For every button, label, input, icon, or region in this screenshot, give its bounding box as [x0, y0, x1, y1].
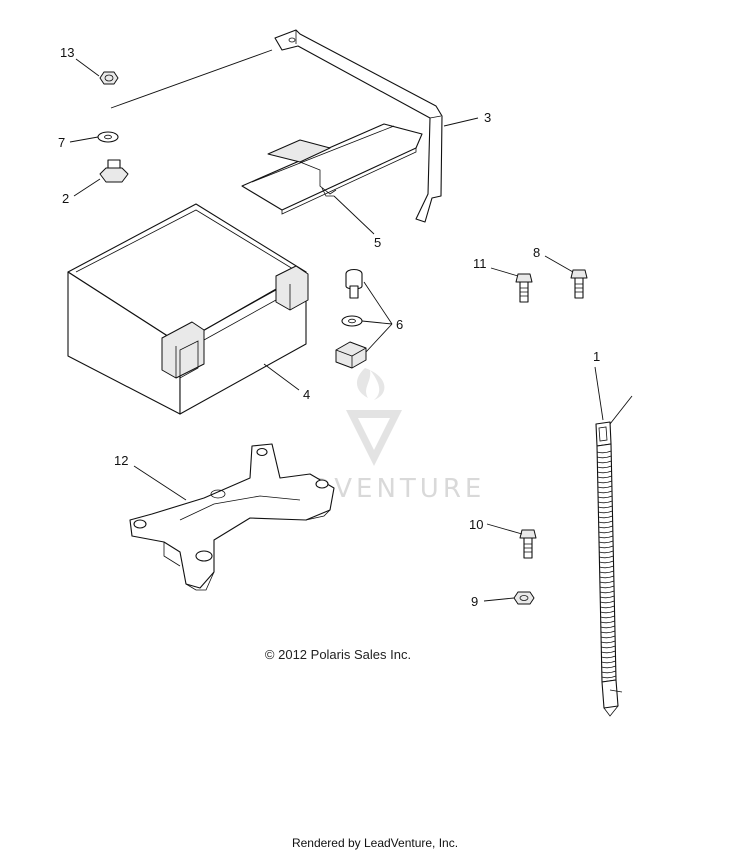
cable-ring [598, 510, 613, 514]
callout-2: 2 [62, 191, 69, 206]
callout-5: 5 [374, 235, 381, 250]
part-13-nut [99, 71, 119, 85]
cable-ring [600, 620, 615, 624]
cable-ring [598, 525, 613, 529]
copyright-notice: © 2012 Polaris Sales Inc. [264, 647, 412, 662]
cable-ring [597, 480, 612, 484]
part-6-terminal-hardware [335, 268, 393, 369]
cable-ring [601, 660, 616, 664]
part-2-bolt [99, 159, 129, 183]
cable-ring [600, 625, 615, 629]
cable-ring [597, 475, 612, 479]
cable-ring [598, 545, 614, 549]
cable-ring [597, 490, 613, 494]
cable-ring [598, 515, 613, 519]
part-9-nut [513, 591, 535, 605]
part-10-bolt [519, 529, 537, 559]
callout-1: 1 [593, 349, 600, 364]
callout-6: 6 [396, 317, 403, 332]
cable-ring [600, 615, 615, 619]
cable-ring [599, 580, 615, 584]
cable-ring [599, 575, 614, 579]
cable-ring [601, 670, 616, 674]
part-1-battery-cable [594, 366, 633, 717]
callout-11: 11 [473, 256, 487, 271]
callout-3: 3 [484, 110, 491, 125]
cable-ring [598, 500, 613, 504]
callout-leaders [69, 58, 574, 602]
cable-ring [600, 605, 615, 609]
cable-ring [601, 640, 616, 644]
cable-ring [597, 455, 612, 459]
callout-labels: 1 2 3 4 5 6 7 8 9 10 11 12 13 [58, 45, 600, 609]
cable-ring [597, 460, 612, 464]
render-credit: Rendered by LeadVenture, Inc. [291, 836, 459, 850]
cable-ring [601, 675, 617, 679]
cable-ring [599, 590, 615, 594]
cable-ring [601, 645, 616, 649]
cable-ring [599, 565, 614, 569]
cable-ring [598, 535, 614, 539]
cable-ring [599, 585, 615, 589]
part-4-battery [67, 203, 309, 415]
cable-ring [598, 540, 614, 544]
cable-ring [597, 495, 613, 499]
callout-10: 10 [469, 517, 483, 532]
cable-ring [600, 630, 616, 634]
part-11-bolt [515, 273, 533, 303]
part-12-battery-tray [129, 443, 335, 591]
cable-ring [599, 550, 614, 554]
callout-9: 9 [471, 594, 478, 609]
cable-ring [599, 560, 614, 564]
part-3-hold-down-strap [110, 29, 443, 223]
callout-8: 8 [533, 245, 540, 260]
cable-ring [599, 555, 614, 559]
part-5-battery-pad [241, 123, 423, 215]
cable-ring [601, 655, 616, 659]
callout-13: 13 [60, 45, 74, 60]
callout-7: 7 [58, 135, 65, 150]
part-8-bolt [570, 269, 588, 299]
callout-4: 4 [303, 387, 310, 402]
cable-ring [598, 505, 613, 509]
cable-ring [600, 595, 615, 599]
cable-ring [600, 635, 616, 639]
callout-12: 12 [114, 453, 128, 468]
cable-ring [601, 650, 616, 654]
cable-ring [598, 530, 613, 534]
cable-ring [601, 665, 616, 669]
cable-ring [597, 485, 613, 489]
cable-ring [597, 465, 612, 469]
cable-ring [600, 600, 615, 604]
cable-ring [599, 570, 614, 574]
cable-ring [597, 470, 612, 474]
cable-ring [598, 520, 613, 524]
cable-corrugation [596, 450, 617, 679]
cable-ring [600, 610, 615, 614]
cable-ring [596, 450, 612, 454]
part-7-washer [97, 131, 119, 143]
